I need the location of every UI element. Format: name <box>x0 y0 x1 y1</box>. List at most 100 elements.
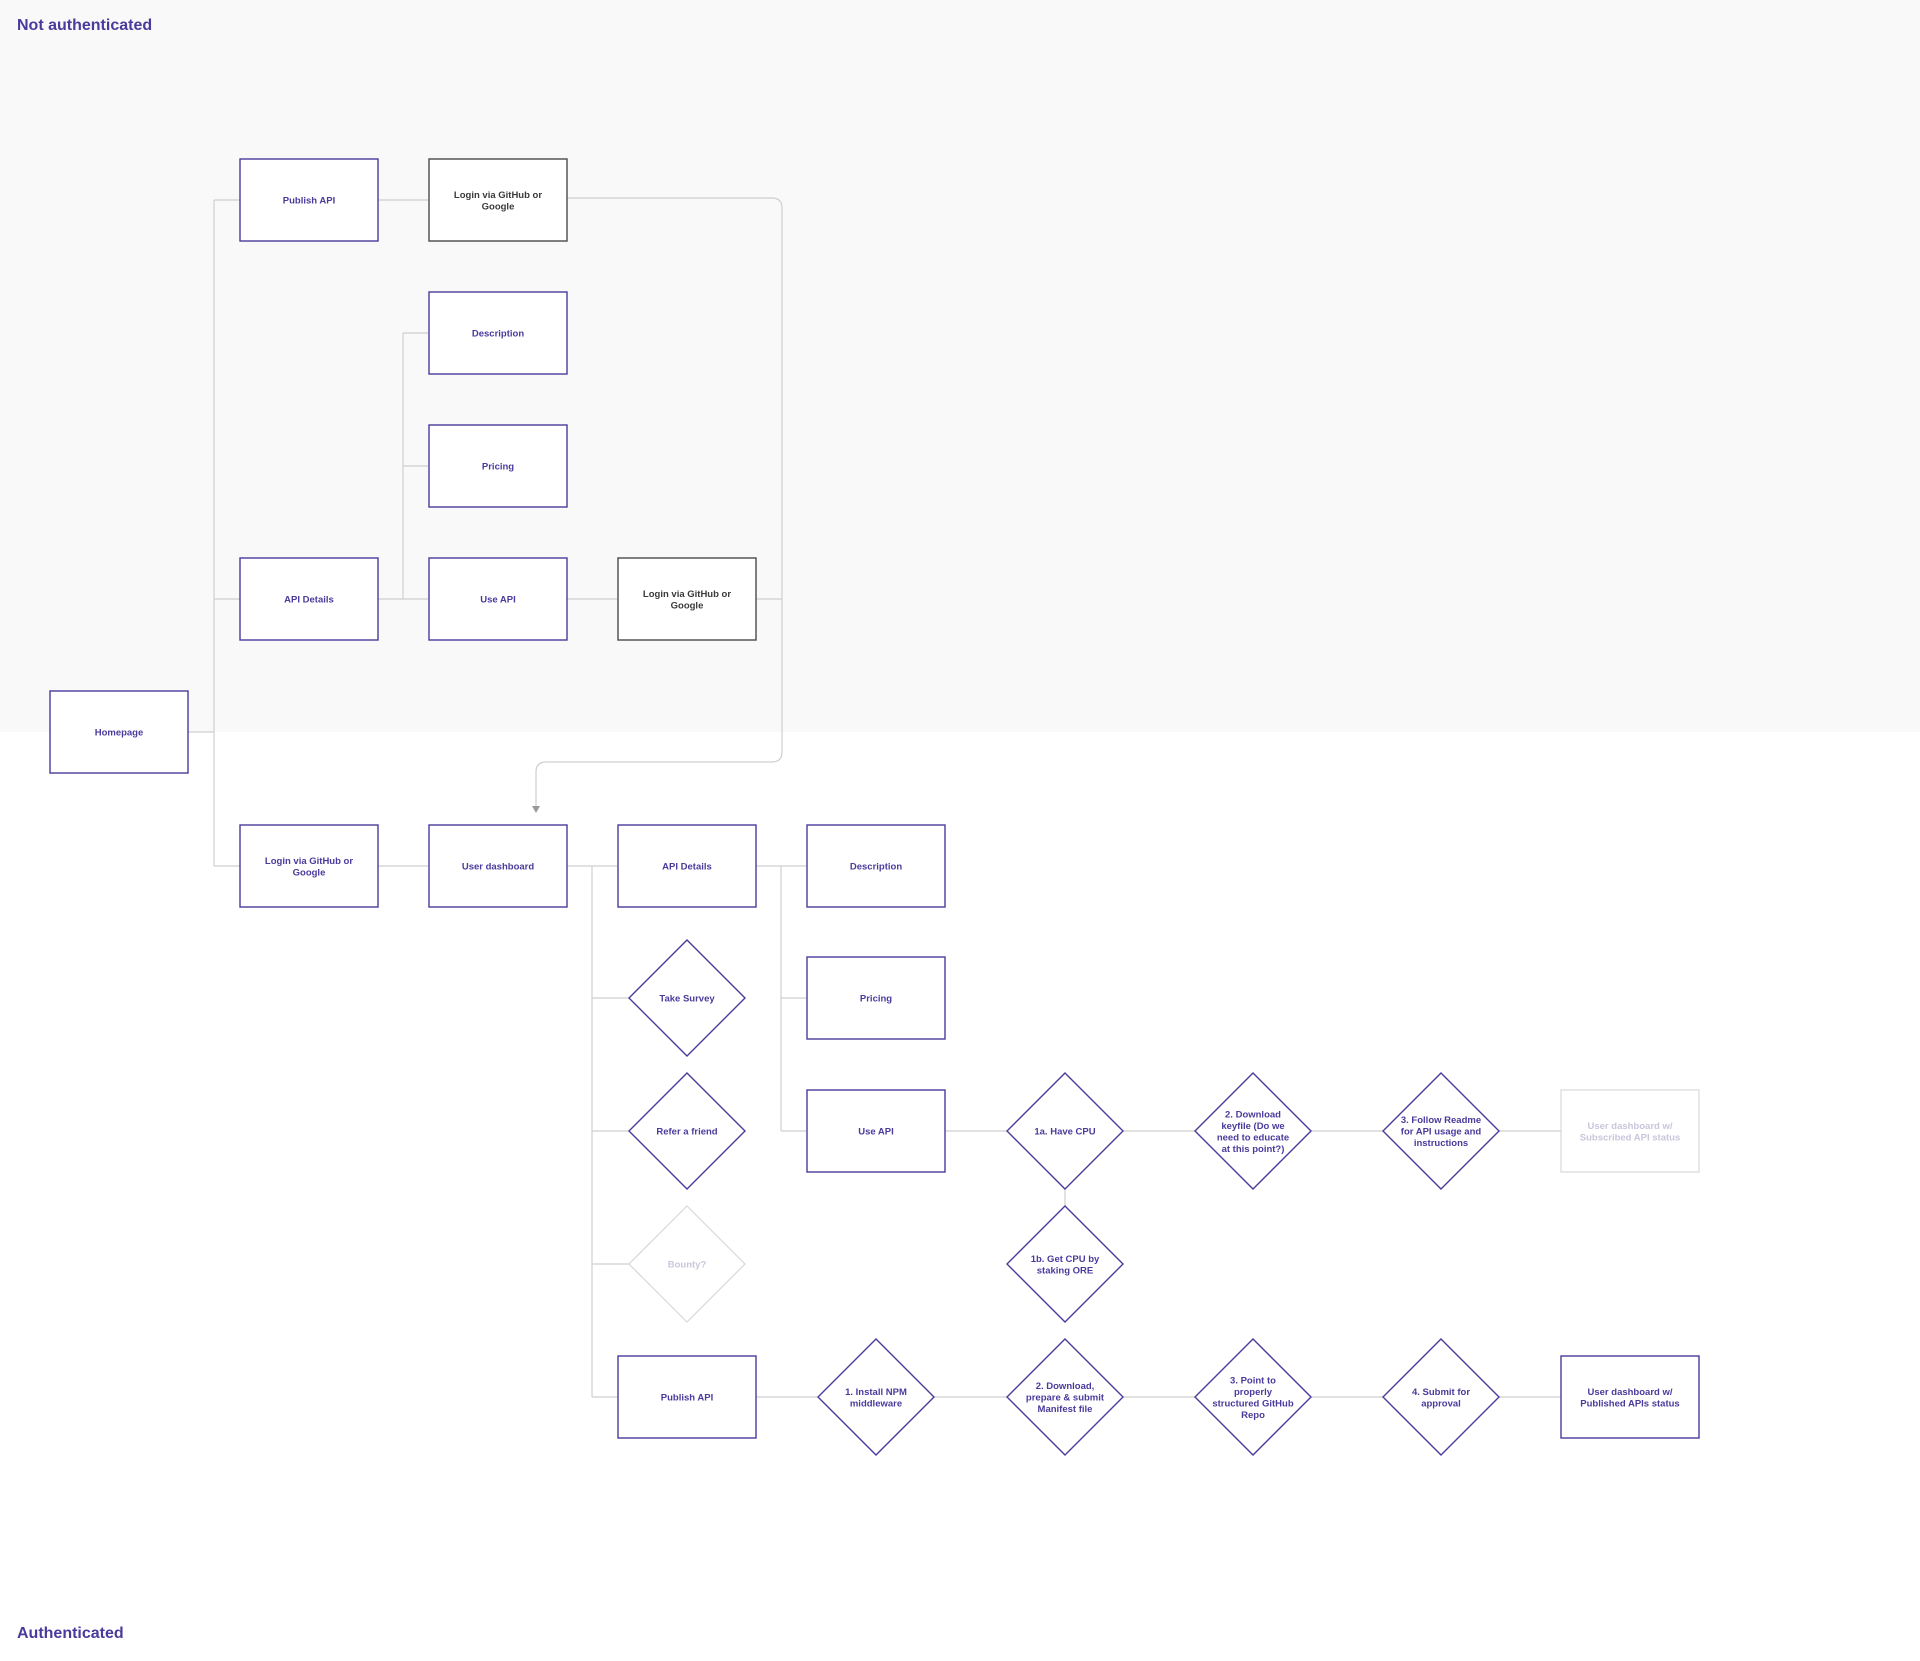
node-label: Homepage <box>95 728 144 739</box>
node-label: Publish API <box>283 196 335 207</box>
node-label: Bounty? <box>668 1260 707 1271</box>
node-box <box>428 158 568 242</box>
node-label: instructions <box>1414 1138 1468 1149</box>
decision-diamond <box>1194 1338 1312 1456</box>
decision-diamond <box>628 1205 746 1323</box>
node-label: Description <box>850 862 902 873</box>
node-label: User dashboard w/ <box>1588 1121 1673 1132</box>
node-label: middleware <box>850 1398 902 1409</box>
node-publish-api-auth: Publish API <box>617 1355 757 1439</box>
node-box <box>239 824 379 908</box>
node-label: 2. Download <box>1225 1109 1281 1120</box>
node-label: Manifest file <box>1038 1404 1093 1415</box>
node-label: Repo <box>1241 1410 1265 1421</box>
node-box <box>617 1355 757 1439</box>
node-label: User dashboard w/ <box>1588 1387 1673 1398</box>
connector-lines <box>188 195 1561 1398</box>
node-pricing-unauth: Pricing <box>428 424 568 508</box>
decision-diamond <box>1382 1072 1500 1190</box>
node-box <box>428 557 568 641</box>
node-box <box>428 824 568 908</box>
node-label: Take Survey <box>659 994 715 1005</box>
node-label: Use API <box>480 595 516 606</box>
node-box <box>428 291 568 375</box>
node-label: structured GitHub <box>1212 1398 1293 1409</box>
node-label: Pricing <box>860 994 892 1005</box>
node-label: User dashboard <box>462 862 535 873</box>
decision-diamond <box>628 939 746 1057</box>
node-homepage: Homepage <box>49 690 189 774</box>
decision-diamond <box>1194 1072 1312 1190</box>
node-box <box>806 1089 946 1173</box>
node-label: Refer a friend <box>656 1127 717 1138</box>
node-label: Publish API <box>661 1393 713 1404</box>
node-label: API Details <box>284 595 334 606</box>
node-label: staking ORE <box>1037 1265 1094 1276</box>
node-label: Google <box>482 201 515 212</box>
node-box <box>239 557 379 641</box>
node-refer-friend: Refer a friend <box>628 1072 746 1190</box>
node-box <box>617 824 757 908</box>
node-label: 1. Install NPM <box>845 1387 907 1398</box>
node-description-auth: Description <box>806 824 946 908</box>
node-label: API Details <box>662 862 712 873</box>
node-label: 4. Submit for <box>1412 1387 1470 1398</box>
node-publish-api-unauth: Publish API <box>239 158 379 242</box>
node-label: Description <box>472 329 524 340</box>
node-box <box>1560 1355 1700 1439</box>
node-use-api-unauth: Use API <box>428 557 568 641</box>
node-label: Google <box>293 867 326 878</box>
decision-diamond <box>1006 1205 1124 1323</box>
node-pricing-auth: Pricing <box>806 956 946 1040</box>
authenticated-heading: Authenticated <box>17 1625 124 1642</box>
node-label: Use API <box>858 1127 894 1138</box>
node-label: prepare & submit <box>1026 1393 1105 1404</box>
node-api-details-unauth: API Details <box>239 557 379 641</box>
node-label: for API usage and <box>1401 1127 1482 1138</box>
node-dashboard-subscribed: User dashboard w/Subscribed API status <box>1560 1089 1700 1173</box>
node-box <box>239 158 379 242</box>
decision-diamond <box>628 1072 746 1190</box>
node-label: Login via GitHub or <box>265 856 353 867</box>
node-bounty: Bounty? <box>628 1205 746 1323</box>
node-have-cpu: 1a. Have CPU <box>1006 1072 1124 1190</box>
node-label: Published APIs status <box>1580 1398 1679 1409</box>
node-box <box>806 824 946 908</box>
node-label: 1b. Get CPU by <box>1031 1254 1100 1265</box>
node-user-dashboard: User dashboard <box>428 824 568 908</box>
node-label: 2. Download, <box>1036 1381 1095 1392</box>
node-box <box>1560 1089 1700 1173</box>
node-label: Login via GitHub or <box>454 190 542 201</box>
node-label: 3. Point to <box>1230 1375 1276 1386</box>
node-label: 1a. Have CPU <box>1034 1127 1095 1138</box>
node-label: approval <box>1421 1398 1461 1409</box>
node-use-api-auth: Use API <box>806 1089 946 1173</box>
node-label: 3. Follow Readme <box>1401 1115 1481 1126</box>
node-label: keyfile (Do we <box>1221 1121 1284 1132</box>
decision-diamond <box>1382 1338 1500 1456</box>
decision-diamond <box>1006 1072 1124 1190</box>
not-authenticated-heading: Not authenticated <box>17 17 153 34</box>
node-description-unauth: Description <box>428 291 568 375</box>
node-box <box>428 424 568 508</box>
node-box <box>617 557 757 641</box>
login-redirect-to-dashboard <box>535 197 783 810</box>
node-label: properly <box>1234 1387 1273 1398</box>
node-box <box>806 956 946 1040</box>
node-label: Google <box>671 600 704 611</box>
node-label: need to educate <box>1217 1132 1289 1143</box>
node-dashboard-published: User dashboard w/Published APIs status <box>1560 1355 1700 1439</box>
node-label: Pricing <box>482 462 514 473</box>
